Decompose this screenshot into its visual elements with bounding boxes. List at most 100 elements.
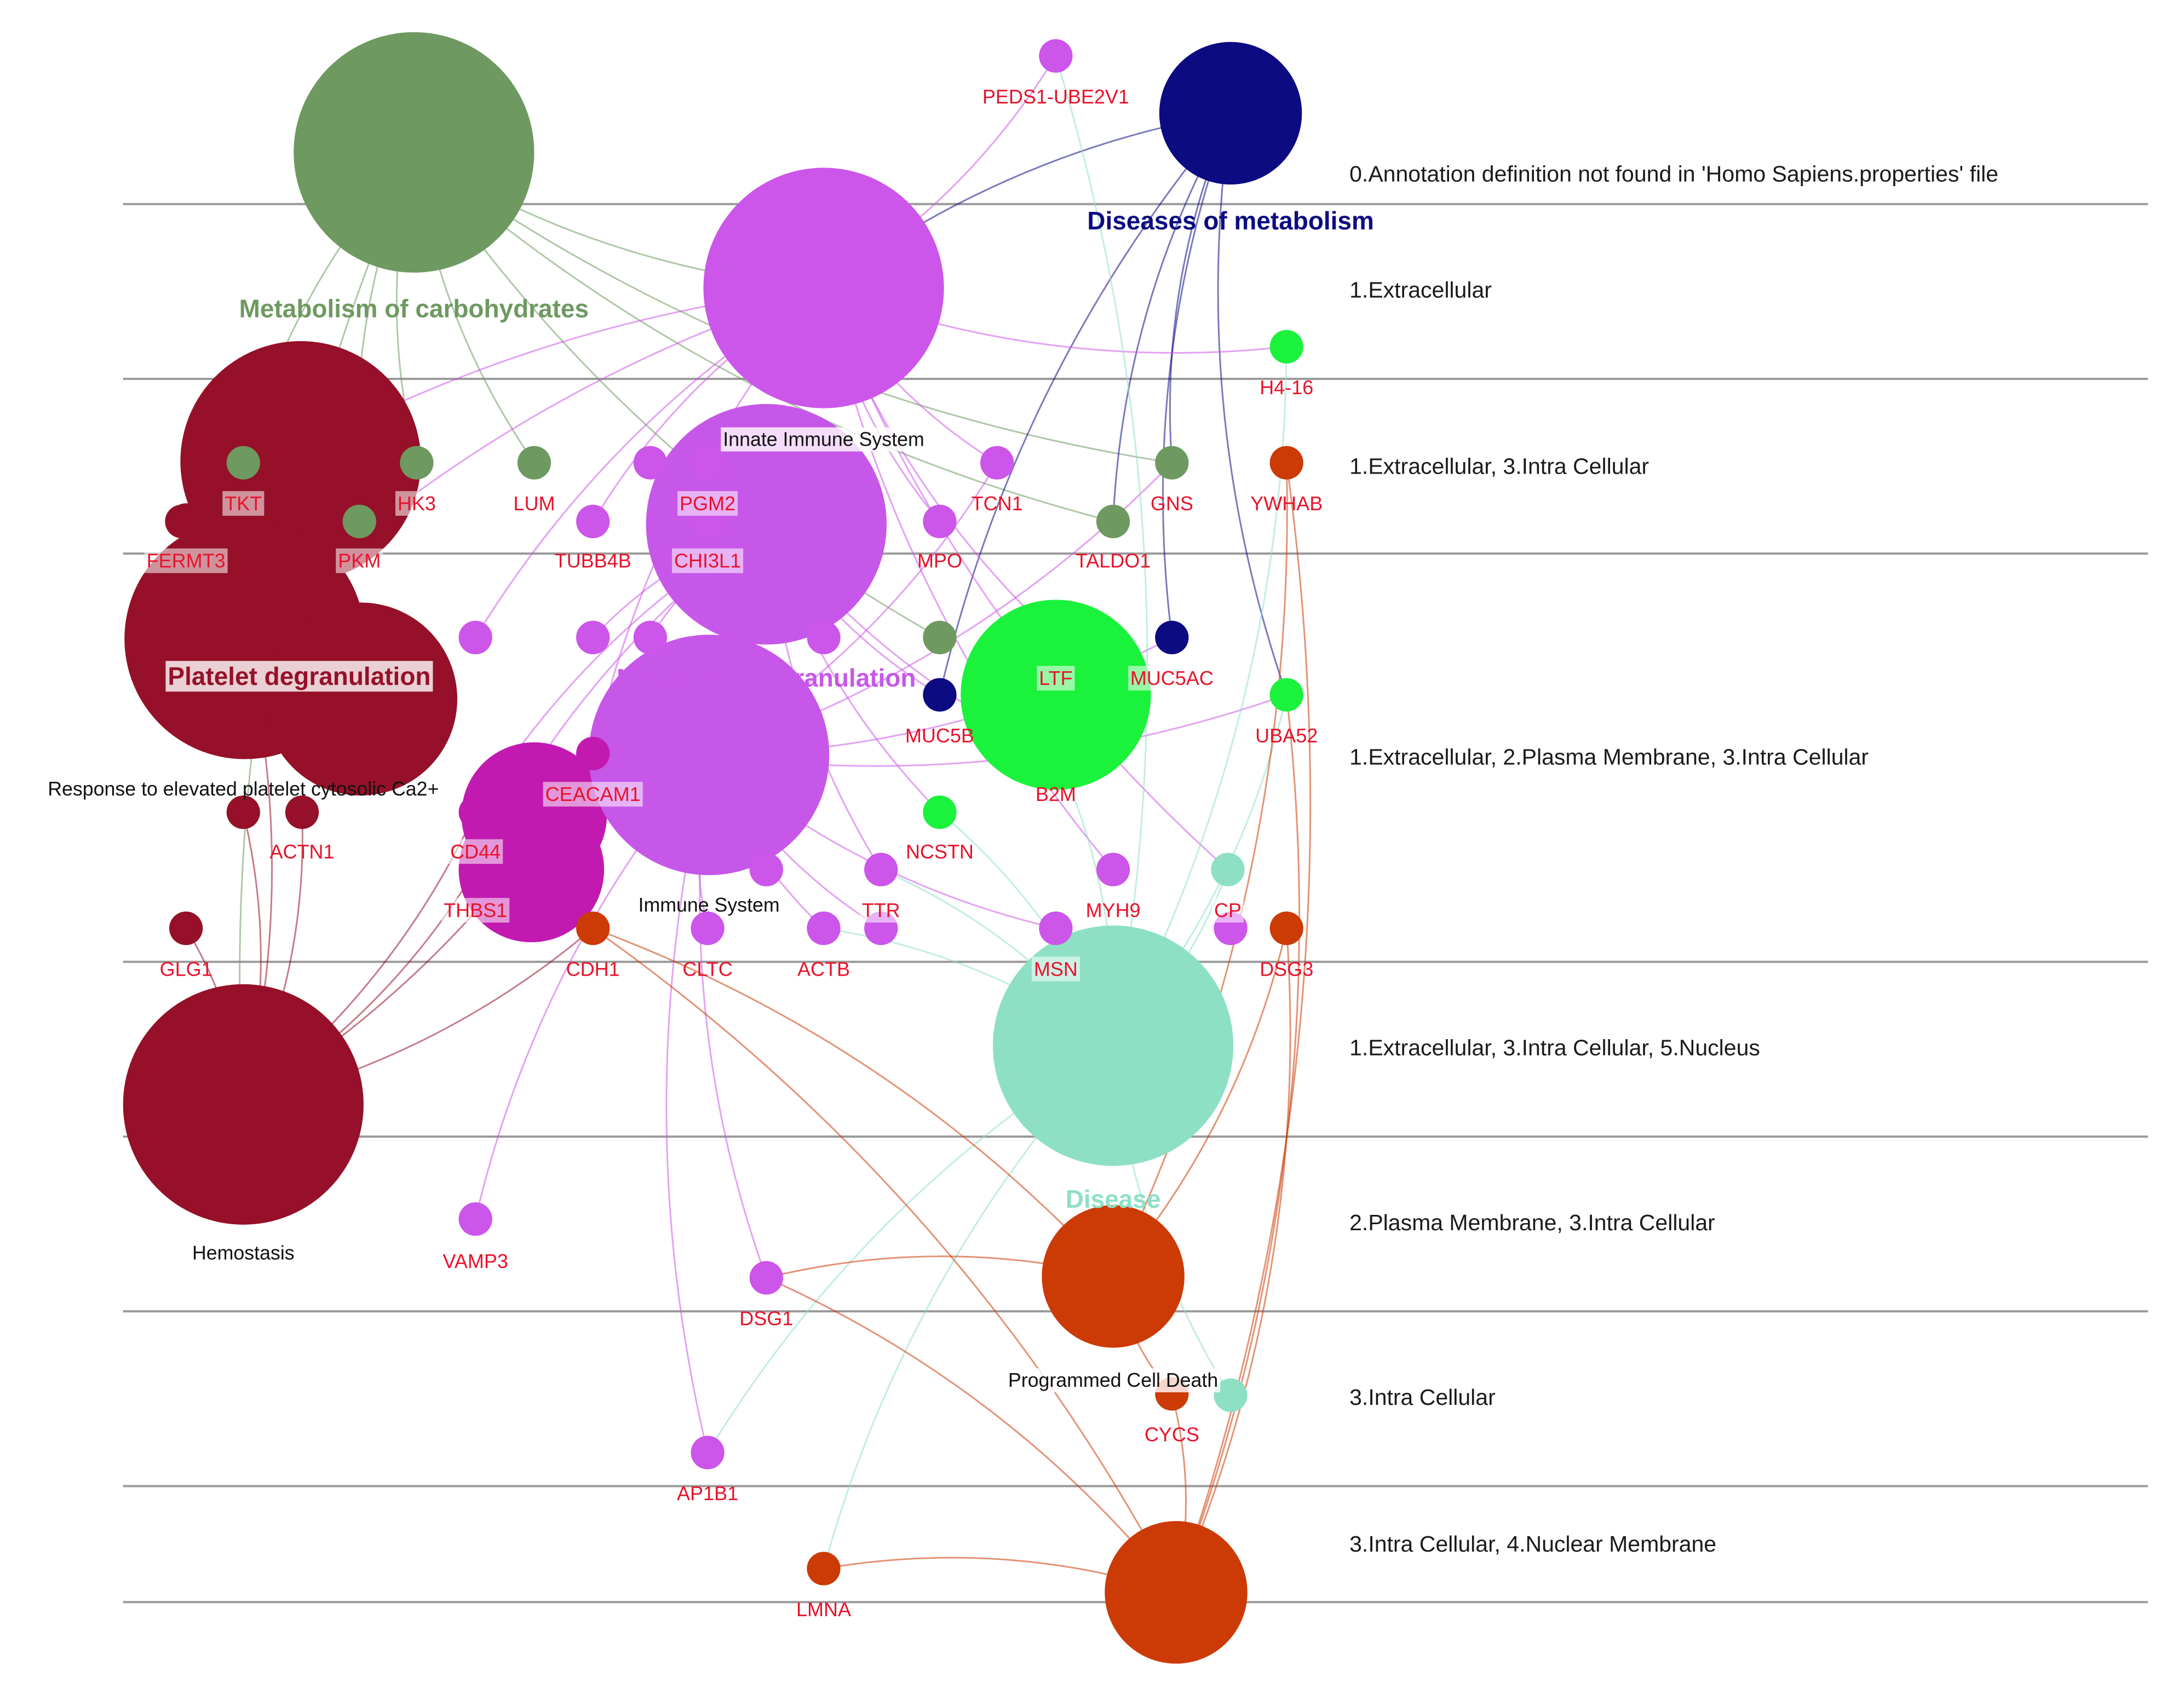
pathway-node-disease[interactable]: [992, 925, 1234, 1166]
gene-label-ap1b1: AP1B1: [677, 1482, 738, 1505]
gene-node-lmna[interactable]: [807, 1552, 841, 1586]
gene-node-b2m[interactable]: [1039, 736, 1073, 770]
edge: [593, 927, 1114, 1277]
gene-label-tkt: TKT: [225, 492, 262, 515]
label-background: [859, 898, 903, 923]
gene-node-vamp3[interactable]: [458, 1202, 492, 1236]
label-background: [1211, 898, 1244, 923]
pathway-node[interactable]: [961, 600, 1151, 790]
gene-node-hk3[interactable]: [400, 446, 434, 480]
pathway-node-pcd[interactable]: [1042, 1205, 1185, 1348]
pathway-node-hemo[interactable]: [123, 984, 364, 1225]
gene-label-lum: LUM: [513, 492, 555, 515]
gene-label-vamp3: VAMP3: [443, 1250, 508, 1272]
pathway-node-innate[interactable]: [703, 168, 944, 408]
gene-label-dsg3: DSG3: [1260, 958, 1313, 980]
edge: [939, 112, 1232, 695]
label-background: [336, 548, 383, 573]
gene-node[interactable]: [633, 446, 668, 480]
gene-node[interactable]: [458, 620, 492, 655]
gene-node-tkt[interactable]: [226, 446, 260, 480]
gene-node-taldo1[interactable]: [1096, 504, 1130, 539]
gene-node-dsg1[interactable]: [749, 1261, 783, 1295]
gene-node-muc5ac[interactable]: [1155, 620, 1189, 655]
pathway-label-carb: Metabolism of carbohydrates: [239, 295, 589, 323]
pathway-node-apop[interactable]: [1105, 1521, 1248, 1664]
gene-node-fermt3[interactable]: [169, 503, 203, 537]
label-background: [448, 839, 503, 864]
gene-label-muc5ac: MUC5AC: [1130, 667, 1214, 689]
gene-node-uba52[interactable]: [1269, 678, 1303, 712]
gene-label-ywhab: YWHAB: [1250, 492, 1323, 515]
pathway-label-disease: Disease: [1066, 1185, 1161, 1213]
gene-node-ttr[interactable]: [864, 852, 898, 886]
gene-node-ceacam1[interactable]: [576, 736, 610, 770]
gene-node-dsg3[interactable]: [1269, 911, 1303, 946]
gene-node-actb[interactable]: [807, 911, 841, 946]
gene-node[interactable]: [807, 620, 841, 655]
pathway-label-neutro: Neutrophil degranulation: [617, 664, 916, 692]
gene-label-cltc: CLTC: [682, 958, 732, 980]
pathway-label-elev: Response to elevated platelet cytosolic …: [48, 778, 439, 800]
label-background: [1005, 1368, 1221, 1393]
pathway-node-dismet[interactable]: [1159, 42, 1302, 185]
edge: [592, 927, 1177, 1593]
gene-label-cd44: CD44: [450, 840, 501, 863]
pathway-node-elev[interactable]: [264, 602, 457, 796]
gene-node-peds1-ube2v1[interactable]: [1039, 39, 1073, 73]
gene-node[interactable]: [226, 795, 260, 829]
gene-label-ceacam1: CEACAM1: [545, 783, 641, 805]
label-background: [1128, 666, 1216, 691]
gene-node-pkm[interactable]: [342, 504, 376, 539]
gene-label-b2m: B2M: [1036, 783, 1076, 805]
gene-node-ap1b1[interactable]: [691, 1436, 725, 1469]
band-label-4: 1.Extracellular, 3.Intra Cellular, 5.Nuc…: [1349, 1035, 1760, 1060]
gene-node-cdh1[interactable]: [576, 911, 610, 946]
gene-node-myh9[interactable]: [1096, 852, 1130, 886]
gene-node[interactable]: [576, 620, 610, 655]
pathway-label-platelet: Platelet degranulation: [168, 662, 430, 690]
gene-node-ncstn[interactable]: [923, 795, 957, 829]
gene-node-mpo[interactable]: [923, 504, 957, 539]
gene-node-muc5b[interactable]: [923, 678, 957, 712]
gene-node-glg1[interactable]: [169, 911, 203, 946]
gene-node-pgm2[interactable]: [691, 446, 725, 480]
gene-node-h4-16[interactable]: [1269, 330, 1303, 364]
gene-node-cltc[interactable]: [691, 911, 725, 946]
gene-node-cd44[interactable]: [458, 795, 492, 829]
gene-node[interactable]: [1214, 1378, 1248, 1413]
gene-node-ywhab[interactable]: [1269, 446, 1303, 480]
gene-label-glg1: GLG1: [160, 958, 212, 980]
pathway-label-hemo: Hemostasis: [192, 1242, 295, 1264]
edge: [1055, 55, 1148, 1046]
gene-node-cp[interactable]: [1211, 852, 1245, 886]
edge: [1175, 928, 1291, 1593]
gene-node-gns[interactable]: [1155, 446, 1189, 480]
pathway-node-carb[interactable]: [294, 32, 534, 273]
gene-node-actn1[interactable]: [285, 795, 319, 829]
gene-label-fermt3: FERMT3: [147, 550, 226, 572]
gene-node[interactable]: [923, 620, 957, 655]
label-background: [165, 661, 433, 692]
gene-node-tubb4b[interactable]: [576, 504, 610, 539]
gene-label-actb: ACTB: [797, 958, 850, 980]
band-label-7: 3.Intra Cellular, 4.Nuclear Membrane: [1349, 1531, 1716, 1557]
band-label-0: 0.Annotation definition not found in 'Ho…: [1349, 162, 1998, 187]
gene-label-muc5b: MUC5B: [905, 724, 974, 747]
gene-label-h4-16: H4-16: [1260, 376, 1313, 399]
edge: [1162, 113, 1232, 638]
gene-label-taldo1: TALDO1: [1076, 550, 1151, 572]
gene-label-cdh1: CDH1: [566, 958, 620, 980]
gene-node-lum[interactable]: [517, 446, 551, 480]
gene-node[interactable]: [749, 852, 783, 886]
gene-node-msn[interactable]: [1039, 911, 1073, 946]
label-background: [543, 782, 643, 807]
band-label-2: 1.Extracellular, 3.Intra Cellular: [1349, 453, 1649, 479]
pathway-node-immune[interactable]: [589, 635, 830, 875]
pathway-label-innate: Innate Immune System: [723, 429, 924, 451]
gene-node-tcn1[interactable]: [980, 446, 1014, 480]
label-background: [144, 548, 228, 573]
gene-node[interactable]: [633, 620, 668, 655]
